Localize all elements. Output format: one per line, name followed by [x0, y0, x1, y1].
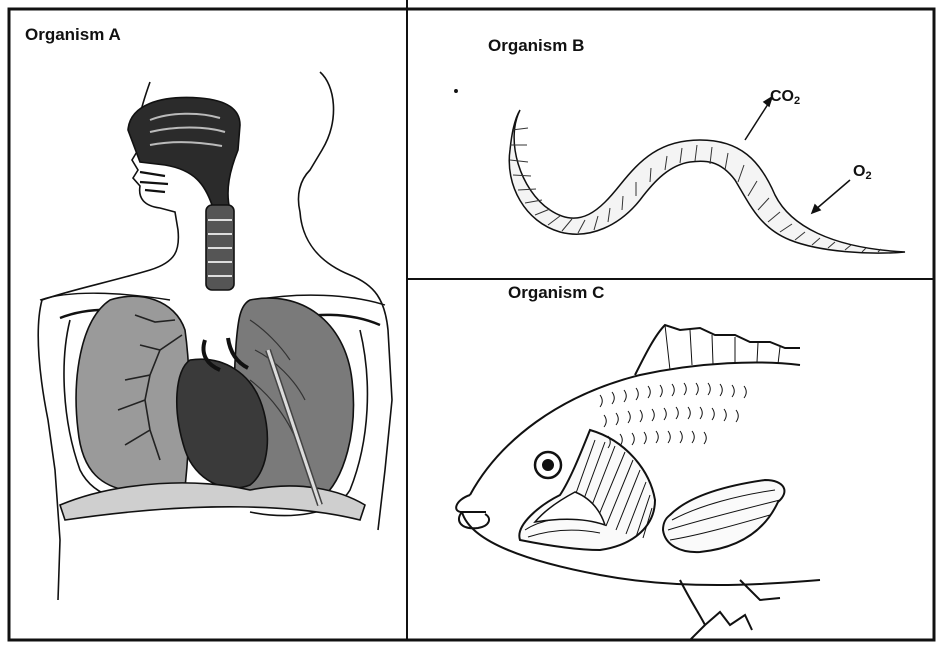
organism-a-label: Organism A — [25, 25, 121, 45]
organism-b-label: Organism B — [488, 36, 584, 56]
earthworm-illustration — [455, 90, 905, 253]
co2-subscript: 2 — [794, 95, 800, 107]
co2-label: CO2 — [770, 88, 800, 107]
organism-c-label: Organism C — [508, 283, 604, 303]
o2-main-text: O — [853, 163, 865, 180]
o2-label: O2 — [853, 163, 872, 182]
o2-subscript: 2 — [865, 170, 871, 182]
co2-main-text: CO — [770, 88, 794, 105]
fish-illustration — [456, 325, 820, 640]
human-respiratory-illustration — [38, 72, 392, 600]
